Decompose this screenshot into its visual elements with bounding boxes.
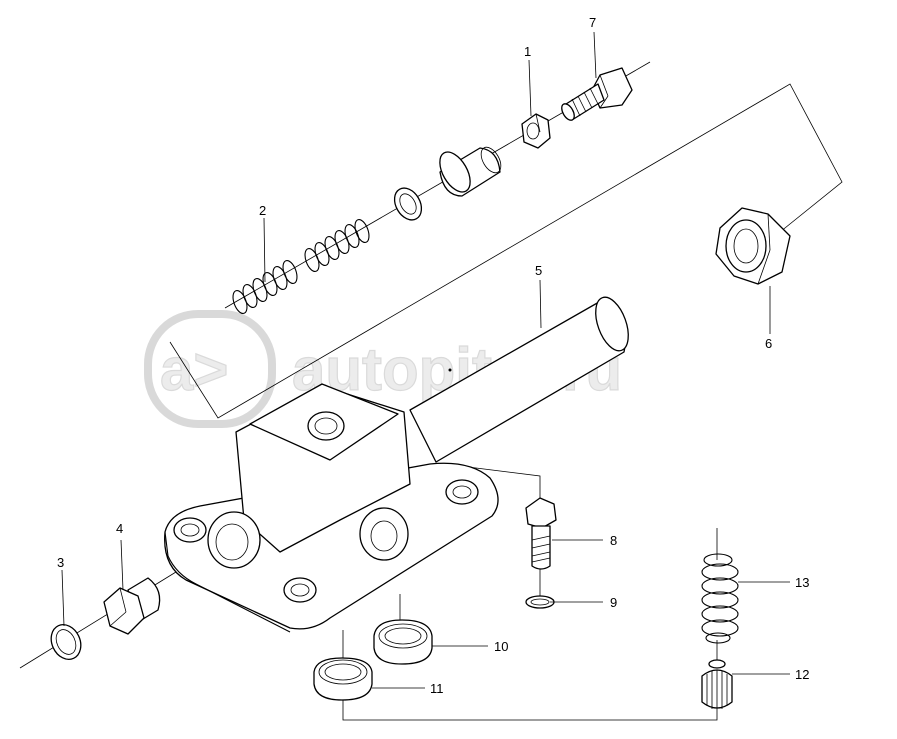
callout-12: 12 [795, 667, 809, 682]
part-3-o-ring [50, 623, 82, 661]
part-6-large-nut [715, 207, 791, 285]
callout-9: 9 [610, 595, 617, 610]
callout-4: 4 [116, 521, 123, 536]
part-8-bolt [525, 497, 557, 570]
callout-6: 6 [765, 336, 772, 351]
part-2-springs [232, 218, 370, 315]
part-5-pin [409, 296, 629, 463]
part-13-spring [701, 553, 739, 644]
callout-leaders [61, 31, 790, 689]
callout-labels: 1 2 3 4 5 6 7 8 9 10 11 12 13 [57, 15, 809, 696]
part-4-plug [103, 577, 161, 635]
callout-7: 7 [589, 15, 596, 30]
callout-10: 10 [494, 639, 508, 654]
callout-8: 8 [610, 533, 617, 548]
callout-13: 13 [795, 575, 809, 590]
part-1-nut [521, 113, 551, 149]
part-9-washer [525, 595, 555, 609]
part-10-ring [373, 619, 433, 665]
callout-5: 5 [535, 263, 542, 278]
part-11-ring [313, 657, 373, 701]
callout-1: 1 [524, 44, 531, 59]
base-housing [164, 383, 499, 633]
part-12-cap [701, 659, 733, 710]
watermark-mark: a> [160, 336, 228, 403]
callout-11: 11 [430, 681, 444, 696]
part-7-bolt [561, 67, 633, 121]
callout-2: 2 [259, 203, 266, 218]
sleeve-cup [439, 146, 502, 197]
small-ring [393, 187, 423, 221]
callout-3: 3 [57, 555, 64, 570]
